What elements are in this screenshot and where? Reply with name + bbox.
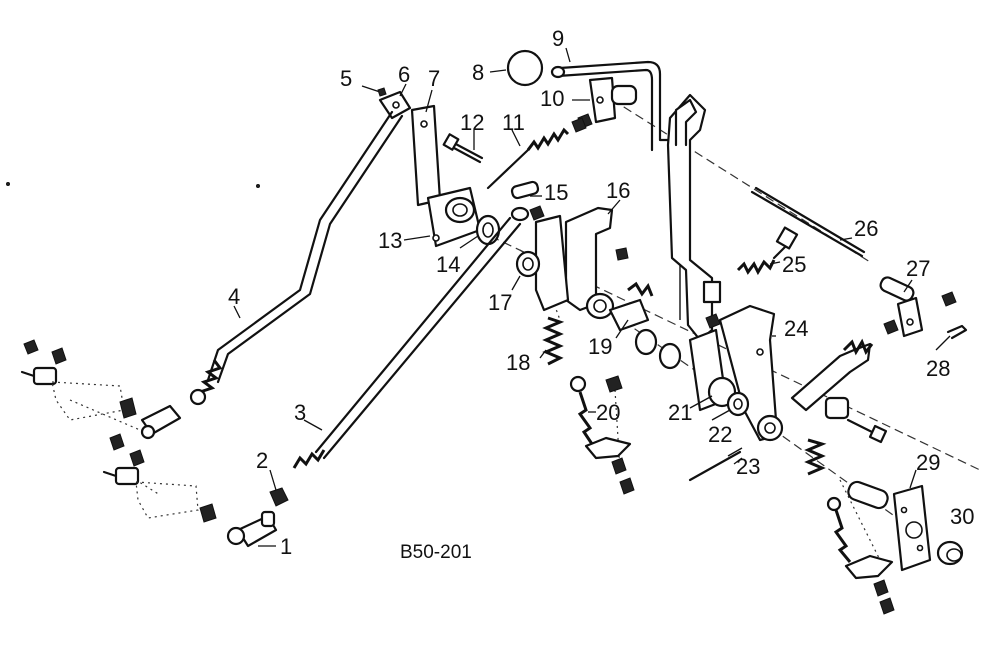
part-bracket-16 [534, 206, 629, 320]
part-nut-2 [269, 487, 289, 507]
callout-5: 5 [340, 66, 352, 91]
part-bushing-17 [515, 250, 541, 278]
callout-12: 12 [460, 110, 484, 135]
callout-labels: 1 2 3 4 5 6 7 8 9 10 11 12 13 14 15 16 1… [228, 26, 974, 559]
part-pin-15 [510, 180, 545, 221]
part-clevis-end-1 [226, 510, 278, 548]
assembly-axes [69, 91, 981, 561]
callout-14: 14 [436, 252, 460, 277]
part-pedal-lever-9 [550, 60, 722, 342]
part-pin-23 [688, 447, 743, 482]
part-bolt-lower [826, 496, 895, 615]
part-lever-arm [790, 338, 888, 444]
drawing-code: B50-201 [400, 542, 472, 563]
part-bracket-10 [577, 76, 638, 129]
part-control-rod-4 [189, 110, 404, 406]
part-bracket-7 [410, 104, 482, 248]
callout-13: 13 [378, 228, 402, 253]
part-side-plate-24 [705, 304, 784, 442]
leader-lines [233, 47, 951, 547]
callout-23: 23 [736, 454, 760, 479]
scan-dot [6, 182, 10, 186]
callout-1: 1 [280, 534, 292, 559]
callout-8: 8 [472, 60, 484, 85]
part-rod-end-6 [361, 85, 412, 120]
part-bracket-21 [688, 328, 750, 417]
callout-4: 4 [228, 284, 240, 309]
callout-27: 27 [906, 256, 930, 281]
part-bolt-25 [736, 226, 799, 276]
callout-16: 16 [606, 178, 630, 203]
callout-18: 18 [506, 350, 530, 375]
part-cap-8 [506, 49, 544, 87]
part-bushing-30 [936, 540, 964, 566]
part-control-rod-3 [292, 206, 530, 469]
part-bushing-14 [475, 214, 501, 246]
callout-11: 11 [502, 110, 525, 135]
callout-21: 21 [668, 400, 692, 425]
callout-30: 30 [950, 504, 974, 529]
part-bolt-20 [569, 375, 635, 495]
part-spring-lower [804, 438, 827, 476]
callout-20: 20 [596, 400, 620, 425]
callout-24: 24 [784, 316, 808, 341]
part-cotter-28 [946, 324, 968, 340]
part-spring-18 [542, 316, 565, 366]
callout-26: 26 [854, 216, 878, 241]
part-spring-19 [608, 281, 654, 332]
callout-28: 28 [926, 356, 950, 381]
part-clevis-lower [102, 433, 217, 523]
part-long-pin-26 [750, 186, 866, 258]
callout-7: 7 [428, 66, 440, 91]
part-bolt-12 [442, 133, 484, 164]
part-threaded-rod-11 [486, 117, 587, 190]
callout-6: 6 [398, 62, 410, 87]
part-bracket-27 [879, 276, 957, 338]
callout-17: 17 [488, 290, 512, 315]
callout-2: 2 [256, 448, 268, 473]
callout-22: 22 [708, 422, 732, 447]
part-plate-29 [847, 480, 932, 572]
callout-25: 25 [782, 252, 806, 277]
callout-19: 19 [588, 334, 612, 359]
part-bushings-row [634, 328, 682, 370]
callout-3: 3 [294, 400, 306, 425]
callout-10: 10 [540, 86, 564, 111]
callout-15: 15 [544, 180, 568, 205]
callout-9: 9 [552, 26, 564, 51]
callout-29: 29 [916, 450, 940, 475]
scan-dot [256, 184, 260, 188]
part-clevis-upper [20, 339, 182, 440]
